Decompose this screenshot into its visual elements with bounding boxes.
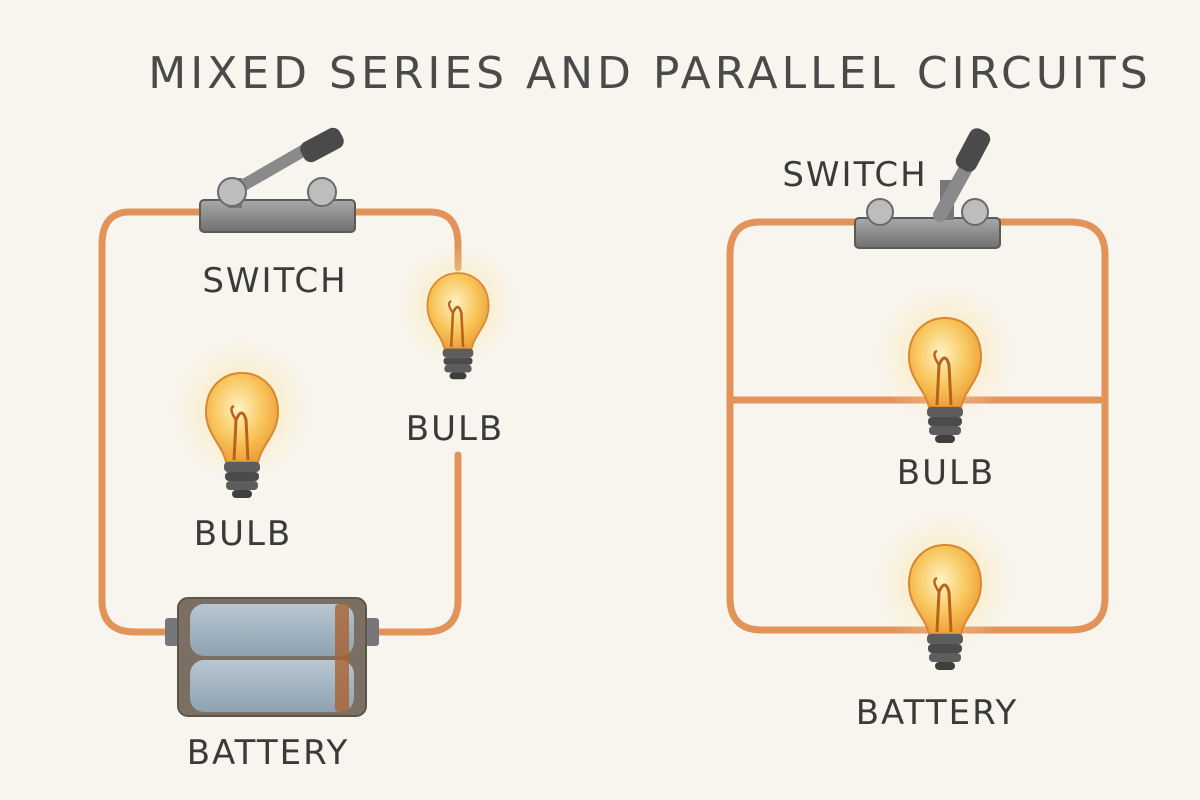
left-middle-bulb-icon (170, 338, 314, 500)
left-switch-label: SWITCH (202, 261, 347, 301)
right-battery-label: BATTERY (856, 693, 1019, 733)
right-switch (854, 128, 1001, 249)
right-switch-label: SWITCH (782, 155, 927, 195)
left-circuit: SWITCH BULB BULB BATTERY (98, 127, 519, 773)
left-battery-label: BATTERY (187, 733, 350, 773)
left-top-bulb-icon (397, 243, 519, 381)
right-bulb-label: BULB (897, 453, 995, 493)
left-battery-icon (165, 597, 379, 717)
left-switch (199, 127, 356, 233)
right-lower-bulb-icon (873, 510, 1017, 672)
left-middle-bulb-label: BULB (194, 514, 292, 554)
left-circuit-wires (98, 208, 462, 636)
page-title: MIXED SERIES AND PARALLEL CIRCUITS (148, 48, 1151, 99)
left-top-bulb-label: BULB (406, 409, 504, 449)
right-circuit: SWITCH BULB BATTERY (726, 128, 1109, 733)
right-upper-bulb-icon (873, 283, 1017, 445)
